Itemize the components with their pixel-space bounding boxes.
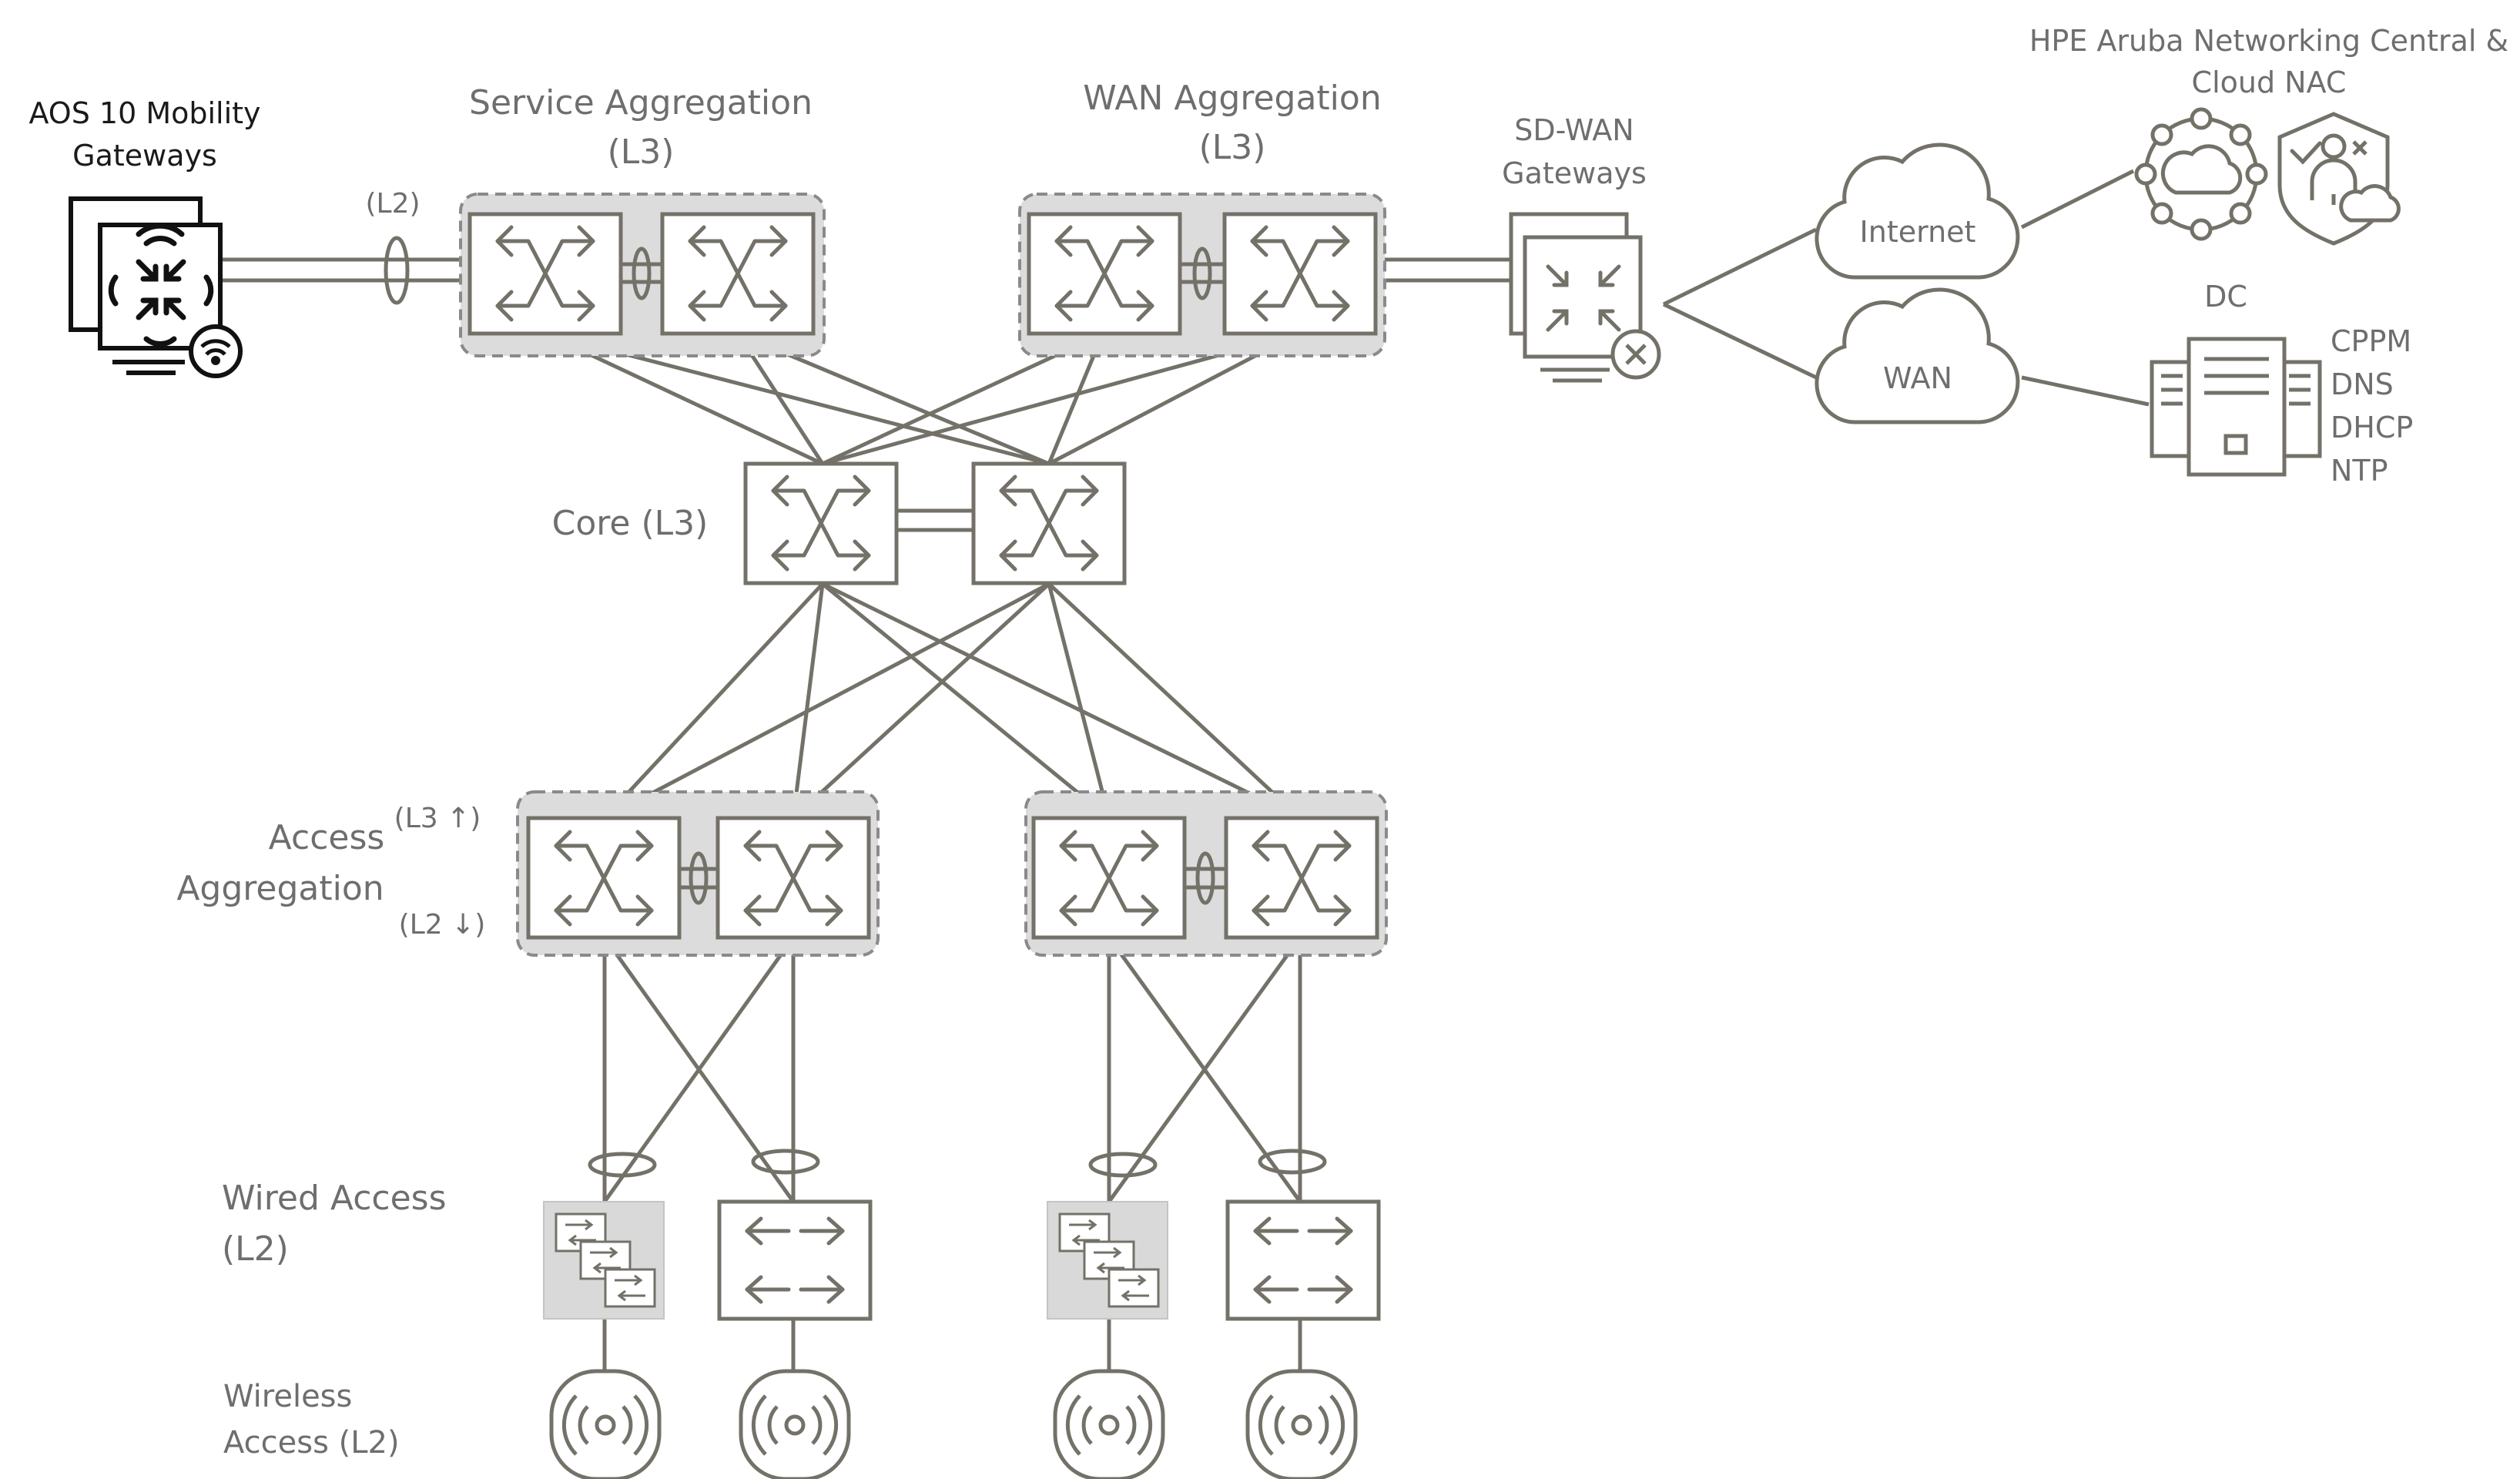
internet-label: Internet — [1860, 215, 1976, 249]
wan-aggregation-switches — [1027, 212, 1378, 336]
access-point-icon — [1245, 1369, 1358, 1479]
l2-down-label: (L2 ↓) — [399, 909, 486, 941]
service-aggregation-label: Service Aggregation — [469, 83, 813, 122]
access-switch-stack-right — [1047, 1201, 1168, 1320]
central-label-2: Cloud NAC — [2192, 65, 2347, 99]
l2-link-label: (L2) — [365, 188, 420, 220]
labels: AOS 10 Mobility Gateways (L2) Service Ag… — [28, 24, 2508, 1461]
sdwan-label-2: Gateways — [1502, 156, 1647, 190]
wired-access-label-2: (L2) — [222, 1229, 289, 1269]
dc-label: DC — [2204, 280, 2247, 314]
wireless-access-label-2: Access (L2) — [223, 1425, 400, 1461]
access-switch-left — [717, 1199, 873, 1321]
dc-service-cppm: CPPM — [2331, 324, 2411, 358]
access-point-icon — [549, 1369, 662, 1479]
access-point-icon — [739, 1369, 851, 1479]
sdwan-label: SD-WAN — [1514, 113, 1634, 147]
wireless-access-label: Wireless — [223, 1379, 352, 1414]
mobility-gateway-icon — [69, 196, 243, 378]
dc-service-ntp: NTP — [2331, 454, 2388, 488]
wan-label: WAN — [1883, 361, 1952, 395]
access-aggregation-label: Access — [269, 818, 385, 857]
wired-access-label: Wired Access — [222, 1179, 447, 1218]
dc-service-dhcp: DHCP — [2331, 411, 2413, 444]
dc-service-dns: DNS — [2331, 367, 2394, 401]
dc-server-icon — [2150, 337, 2322, 477]
access-switch-right — [1225, 1199, 1381, 1321]
l3-up-label: (L3 ↑) — [394, 803, 481, 834]
service-aggregation-switches — [467, 212, 816, 336]
cloud-nac-icon — [2277, 112, 2401, 246]
access-points — [549, 1369, 1358, 1479]
access-aggregation-label-2: Aggregation — [176, 869, 384, 908]
service-aggregation-layer-label: (L3) — [608, 132, 675, 172]
wan-cloud — [1815, 287, 2020, 424]
access-switch-stack-left — [543, 1201, 665, 1320]
cloud-icons — [1815, 143, 2020, 424]
mobility-gateways-label: AOS 10 Mobility — [28, 96, 260, 130]
access-point-icon — [1053, 1369, 1165, 1479]
core-switches — [743, 461, 1127, 585]
wan-aggregation-label: WAN Aggregation — [1083, 79, 1381, 118]
central-label: HPE Aruba Networking Central & — [2029, 24, 2508, 58]
access-aggregation-right — [1031, 816, 1379, 940]
lag-ellipses — [384, 236, 1327, 1178]
core-label: Core (L3) — [552, 504, 709, 543]
central-icon — [2134, 107, 2268, 241]
sdwan-gateway-icon — [1509, 212, 1661, 383]
internet-cloud — [1815, 143, 2020, 280]
access-aggregation-left — [526, 816, 871, 940]
wan-aggregation-layer-label: (L3) — [1199, 128, 1266, 167]
mobility-gateways-label-2: Gateways — [72, 139, 217, 173]
